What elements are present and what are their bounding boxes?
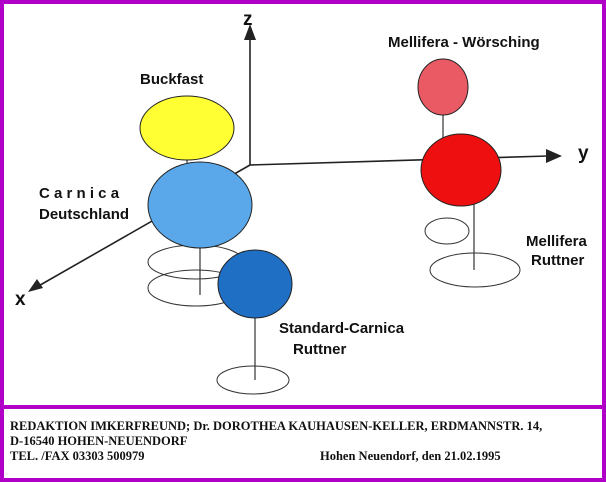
mellifera-woersching-label: Mellifera - Wörsching xyxy=(388,34,540,51)
z-axis-arrow xyxy=(244,24,256,40)
mellifera-ruttner-shadow-small xyxy=(424,217,470,245)
mellifera-ruttner-shadow-large xyxy=(429,252,521,288)
carnica-deutschland-label-line2: Deutschland xyxy=(39,206,130,223)
carnica-deutschland-label-line1: C a r n i c a xyxy=(39,185,120,202)
footer-frame xyxy=(0,405,606,482)
buckfast-sphere xyxy=(139,95,235,161)
y-axis-line xyxy=(249,155,549,166)
y-axis-label: y xyxy=(578,143,589,164)
mellifera-ruttner-sphere xyxy=(420,133,502,207)
x-axis-arrow xyxy=(28,279,43,292)
standard-carnica-ruttner-label-line1: Standard-Carnica xyxy=(279,320,405,337)
mellifera-woersching-sphere xyxy=(417,58,469,116)
footer-date: Hohen Neuendorf, den 21.02.1995 xyxy=(320,449,501,463)
standard-carnica-ruttner-shadow xyxy=(216,365,290,395)
mellifera-ruttner-label-line1: Mellifera xyxy=(526,233,587,250)
footer-address-line1: REDAKTION IMKERFREUND; Dr. DOROTHEA KAUH… xyxy=(10,419,543,433)
diagram-frame xyxy=(0,0,606,405)
standard-carnica-ruttner-sphere xyxy=(217,249,293,319)
buckfast-label: Buckfast xyxy=(140,71,204,88)
carnica-deutschland-sphere xyxy=(147,161,253,249)
mellifera-ruttner-label-line2: Ruttner xyxy=(531,252,585,269)
y-axis-arrow xyxy=(546,149,562,163)
standard-carnica-ruttner-label-line2: Ruttner xyxy=(293,341,347,358)
z-axis-label: z xyxy=(243,9,253,30)
footer-address-line2: D-16540 HOHEN-NEUENDORF xyxy=(10,434,188,448)
x-axis-label: x xyxy=(15,289,26,310)
footer-phone: TEL. /FAX 03303 500979 xyxy=(10,449,145,463)
bee-race-3d-diagram xyxy=(28,24,562,395)
